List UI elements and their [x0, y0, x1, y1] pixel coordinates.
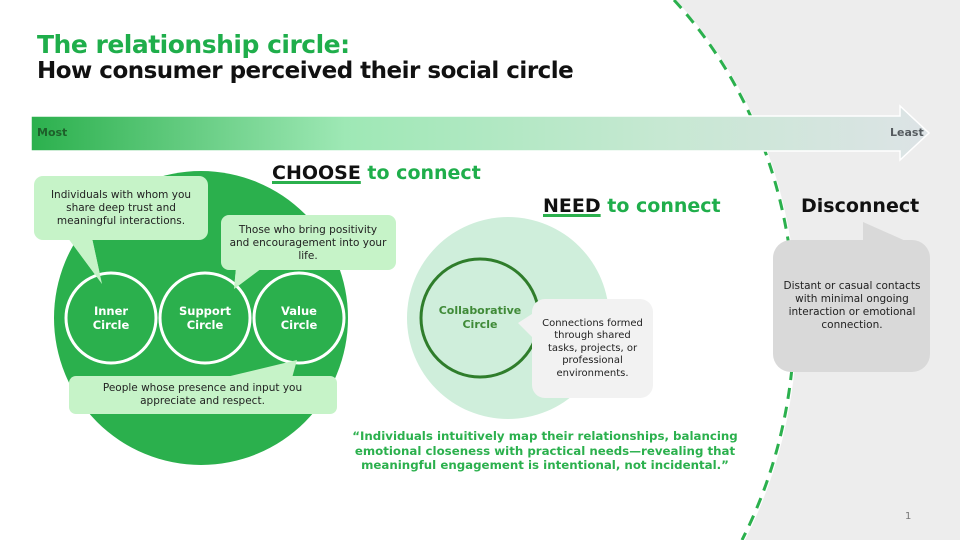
need-keyword: NEED	[543, 195, 601, 217]
value-circle-label-line1: Value	[281, 304, 317, 318]
collaborative-circle-label: Collaborative Circle	[430, 300, 530, 336]
collaborative-label-line1: Collaborative	[438, 304, 522, 317]
arrow-start-label: Most	[37, 126, 68, 139]
support-circle-description: Those who bring positivity and encourage…	[229, 223, 387, 262]
inner-circle-description: Individuals with whom you share deep tru…	[50, 188, 192, 227]
insight-quote: “Individuals intuitively map their relat…	[352, 429, 738, 472]
need-heading: NEED to connect	[543, 195, 721, 217]
title-line-1: The relationship circle:	[37, 30, 350, 59]
inner-circle-label: Inner Circle	[71, 300, 151, 336]
value-circle-label: Value Circle	[259, 300, 339, 336]
value-circle-label-line2: Circle	[280, 318, 318, 332]
support-circle-label: Support Circle	[165, 300, 245, 336]
disconnect-bubble-shape	[773, 222, 930, 372]
value-circle-ring	[252, 271, 346, 365]
arrow-end-label: Least	[890, 126, 924, 139]
choose-keyword: CHOOSE	[272, 162, 361, 184]
collaborative-label-line2: Circle	[462, 318, 498, 331]
inner-circle-ring	[64, 271, 158, 365]
disconnect-heading: Disconnect	[801, 195, 920, 217]
value-circle-bubble-shape	[69, 360, 337, 414]
inner-circle-label-line2: Circle	[92, 318, 130, 332]
choose-heading: CHOOSE to connect	[272, 162, 481, 184]
support-circle-label-line2: Circle	[186, 318, 224, 332]
need-rest: to connect	[600, 195, 721, 217]
inner-circle-label-line1: Inner	[93, 304, 129, 318]
support-circle-label-line1: Support	[178, 304, 231, 318]
title-line-2: How consumer perceived their social circ…	[37, 58, 574, 84]
collaborative-description: Connections formed through shared tasks,…	[542, 317, 643, 379]
choose-rest: to connect	[360, 162, 481, 184]
disconnect-description: Distant or casual contacts with minimal …	[783, 280, 921, 331]
value-circle-description: People whose presence and input you appr…	[102, 382, 303, 407]
support-circle-ring	[158, 271, 252, 365]
page-number: 1	[905, 511, 912, 522]
scale-arrow	[30, 104, 931, 162]
collaborative-bubble-shape	[518, 299, 653, 398]
